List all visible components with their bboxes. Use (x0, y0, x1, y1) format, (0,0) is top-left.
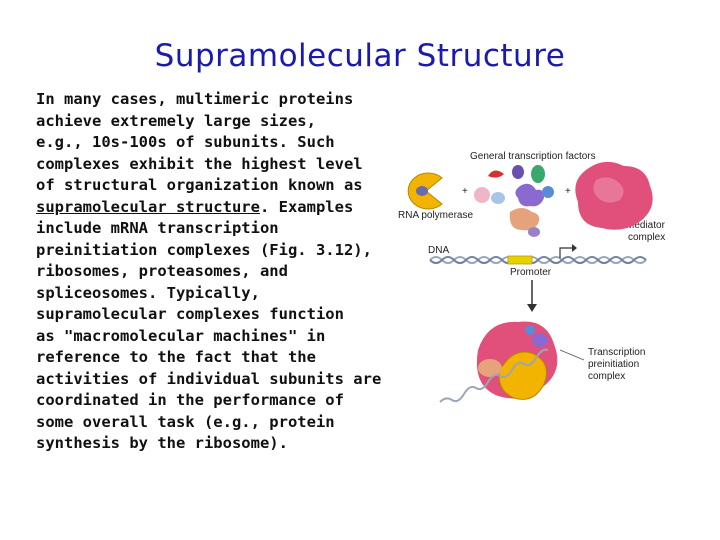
promoter-box (507, 255, 533, 265)
gtf-blue-shape (491, 192, 505, 204)
down-arrow-head (527, 304, 537, 312)
pic-label-leader (559, 349, 585, 361)
rna-polymerase-subunit (416, 186, 428, 196)
transcription-start-arrowhead (572, 244, 577, 252)
body-line: . Examples (259, 197, 354, 216)
body-paragraph: In many cases, multimeric proteins achie… (36, 89, 386, 455)
gtf-pink-shape (474, 187, 490, 203)
gtf-green-shape (531, 165, 545, 183)
plus-sign-1: + (462, 186, 468, 197)
body-line: some overall task (e.g., protein (36, 412, 335, 431)
dna-strand-2 (429, 256, 647, 264)
gtf-orange-shape (509, 208, 540, 231)
gtf-purple-shape (512, 165, 524, 179)
body-line: as "macromolecular machines" in (36, 326, 326, 345)
slide-title: Supramolecular Structure (154, 38, 566, 74)
label-promoter: Promoter (510, 267, 552, 278)
body-line: preinitiation complexes (Fig. 3.12), (36, 240, 372, 259)
gtf-lavender-shape (528, 227, 540, 237)
body-line: ribosomes, proteasomes, and (36, 262, 288, 280)
dna-helix (429, 256, 647, 264)
pic-rna-polymerase-shape (498, 351, 547, 400)
body-line: activities of individual subunits are (36, 369, 382, 388)
body-line: e.g., 10s-100s of subunits. Such (36, 133, 335, 151)
preinitiation-complex (439, 321, 585, 403)
figure-svg: General transcription factors RNA polyme… (398, 151, 666, 403)
plus-sign-2: + (565, 186, 571, 197)
body-line: supramolecular complexes function (36, 305, 344, 323)
pic-blue-factor (525, 325, 535, 335)
label-tpc-line1: Transcription (588, 347, 645, 358)
body-line: complexes exhibit the highest level (36, 154, 363, 173)
gtf-red-shape (488, 170, 504, 178)
pic-orange-factor (478, 359, 502, 377)
mediator-highlight (593, 177, 624, 203)
body-line: include mRNA transcription (36, 219, 279, 237)
body-line: reference to the fact that the (36, 348, 316, 366)
body-line: coordinated in the performance of (36, 391, 344, 409)
label-dna: DNA (428, 245, 449, 256)
key-term: supramolecular structure (36, 197, 260, 216)
gtf-violet-shape (515, 183, 544, 207)
label-general-transcription-factors: General transcription factors (470, 151, 596, 162)
body-line: synthesis by the ribosome). (36, 434, 288, 452)
pic-dna-strand (439, 348, 549, 403)
label-tpc-line2: preinitiation (588, 359, 639, 370)
body-line: achieve extremely large sizes, (36, 111, 316, 130)
label-mediator-line2: complex (628, 232, 665, 243)
body-line: In many cases, multimeric proteins (36, 90, 354, 108)
label-rna-polymerase: RNA polymerase (398, 210, 473, 221)
gtf-small-blue-shape (542, 186, 554, 198)
transcription-complex-figure: General transcription factors RNA polyme… (390, 140, 690, 440)
body-line: spliceosomes. Typically, (36, 283, 260, 302)
pic-violet-factor (532, 333, 548, 347)
label-mediator-line1: Mediator (626, 220, 666, 231)
body-line: of structural organization known as (36, 176, 363, 194)
transcription-start-arrow (559, 247, 572, 258)
label-tpc-line3: complex (588, 371, 625, 382)
